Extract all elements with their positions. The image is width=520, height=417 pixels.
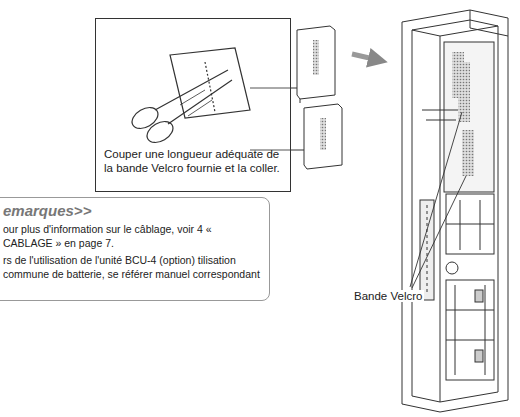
remarks-heading: emarques>>	[3, 202, 263, 219]
part-label: Bande Velcro	[352, 290, 424, 302]
scissors-figure	[128, 48, 250, 147]
direction-arrow	[352, 54, 378, 60]
instruction-box: Couper une longueur adéquate de la bande…	[95, 18, 291, 192]
remarks-note: rs de l'utilisation de l'unité BCU-4 (op…	[3, 254, 263, 281]
remarks-box: emarques>> our plus d'information sur le …	[0, 197, 270, 301]
housing-figure	[402, 10, 508, 412]
instruction-text: Couper une longueur adéquate de la bande…	[104, 147, 282, 176]
module-figure	[250, 26, 342, 169]
remarks-note: our plus d'information sur le câblage, v…	[3, 223, 263, 250]
leader-line	[410, 112, 466, 288]
